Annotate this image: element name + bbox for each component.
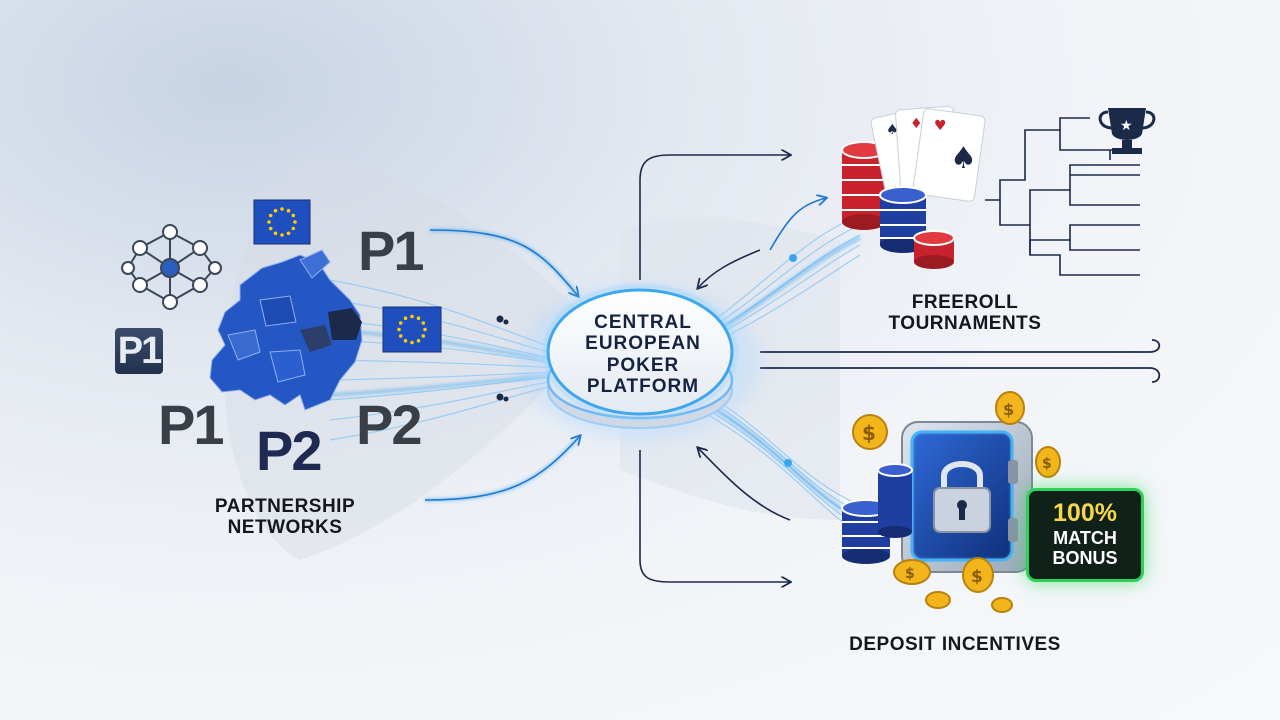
- bottom-loop-arrow: [639, 450, 790, 582]
- freeroll-return-arrow: [698, 249, 761, 288]
- eu-star: [397, 327, 401, 332]
- poker-chips-small-icon: [913, 230, 955, 269]
- eu-star: [410, 314, 414, 319]
- gold-coin-icon: [991, 597, 1013, 613]
- eu-star: [403, 339, 408, 343]
- svg-text:♦: ♦: [910, 116, 923, 132]
- svg-text:$: $: [1042, 456, 1052, 472]
- eu-star: [398, 321, 403, 325]
- poker-chips-blue-icon: [877, 463, 913, 538]
- eu-star: [273, 231, 278, 236]
- flow-dot: [503, 319, 509, 325]
- eu-star: [280, 233, 284, 237]
- partner-logo-p2: P2: [356, 393, 422, 456]
- padlock-icon: [933, 461, 991, 533]
- eu-star: [291, 213, 296, 218]
- eu-star: [423, 327, 427, 332]
- eu-star: [280, 207, 284, 211]
- flow-dot: [496, 393, 504, 401]
- network-icon: [121, 224, 222, 310]
- eu-star: [286, 208, 291, 213]
- output-line-bottom: [760, 367, 1161, 383]
- deposit-return-arrow: [698, 448, 791, 521]
- gold-coin-icon: $: [852, 414, 888, 450]
- trophy-icon: ★: [1098, 108, 1156, 154]
- gold-coin-icon: $: [962, 557, 994, 593]
- eu-star: [421, 321, 426, 325]
- eu-star: [267, 220, 271, 224]
- flow-dot: [784, 459, 792, 467]
- svg-text:$: $: [862, 421, 876, 445]
- freeroll-out-arrow: [769, 198, 826, 251]
- svg-text:♥: ♥: [934, 118, 947, 134]
- partner-logo-p1: P1: [358, 219, 424, 282]
- eu-flag-icon: [253, 199, 311, 245]
- flow-dot: [496, 315, 504, 323]
- top-loop-arrow: [639, 155, 790, 280]
- eu-star: [293, 220, 297, 224]
- eu-star: [403, 316, 408, 321]
- bonus-line-bonus: BONUS: [1052, 548, 1118, 568]
- flow-dot: [503, 396, 509, 402]
- eu-star: [398, 334, 403, 338]
- eu-flag-icon: [382, 306, 442, 353]
- eu-star: [268, 226, 273, 231]
- eu-star: [416, 339, 421, 343]
- svg-text:$: $: [905, 566, 915, 582]
- svg-text:★: ★: [1120, 118, 1133, 134]
- partnership-networks-label: PARTNERSHIP NETWORKS: [214, 496, 356, 539]
- eu-star: [291, 226, 296, 231]
- eu-star: [416, 316, 421, 321]
- hub-label: CENTRAL EUROPEAN POKER PLATFORM: [585, 312, 701, 397]
- bottom-input-arrow: [424, 436, 580, 501]
- eu-star: [421, 334, 426, 338]
- gold-coin-icon: [925, 591, 951, 609]
- freeroll-tournaments-label: FREEROLL TOURNAMENTS: [888, 292, 1042, 335]
- bonus-percent: 100%: [1053, 499, 1117, 527]
- partner-logo-p1: P1: [158, 393, 224, 456]
- partner-logo-p1-badge: P1: [115, 328, 163, 374]
- eu-star: [273, 208, 278, 213]
- hub-disc-top: [546, 288, 734, 416]
- poker-cards-icon: ♠ ♠ ♦ ♥: [870, 105, 986, 202]
- poker-chips-red-icon: [841, 141, 887, 230]
- svg-text:♠: ♠: [886, 122, 899, 138]
- eu-star: [268, 213, 273, 218]
- flow-dot: [789, 254, 797, 262]
- hub-ring-glow: [543, 285, 737, 419]
- gold-coin-icon: $: [995, 391, 1025, 425]
- gold-coin-icon: $: [893, 559, 931, 585]
- svg-text:$: $: [1003, 400, 1014, 419]
- bonus-line-match: MATCH: [1053, 528, 1117, 548]
- europe-map-icon: [209, 249, 363, 411]
- eu-star: [410, 340, 414, 345]
- match-bonus-badge: 100% MATCH BONUS: [1026, 488, 1144, 582]
- deposit-incentives-label: DEPOSIT INCENTIVES: [849, 634, 1061, 655]
- svg-text:♠: ♠: [950, 141, 977, 176]
- gold-coin-icon: $: [1035, 446, 1061, 478]
- tournament-bracket-icon: [985, 117, 1140, 276]
- svg-text:$: $: [971, 567, 983, 587]
- eu-star: [286, 231, 291, 236]
- top-input-arrow: [429, 229, 578, 296]
- output-line-top: [760, 339, 1161, 353]
- partner-logo-p2: P2: [256, 419, 322, 482]
